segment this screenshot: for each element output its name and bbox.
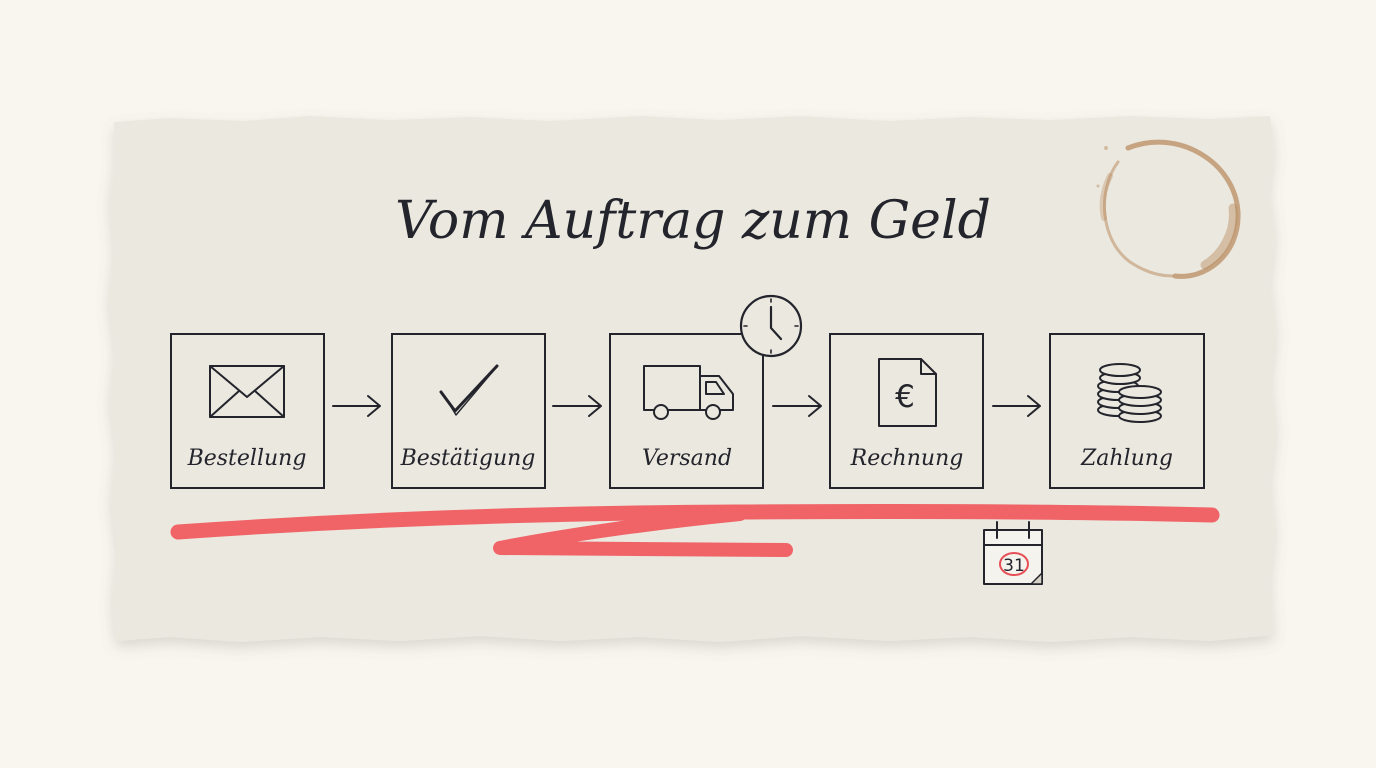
step-label-bestaetigung: Bestätigung bbox=[400, 446, 536, 471]
checkmark-icon bbox=[439, 364, 499, 416]
euro-invoice-icon: € bbox=[878, 358, 937, 427]
arrow-2-icon bbox=[552, 395, 602, 417]
calendar-icon: 31 bbox=[983, 521, 1043, 585]
arrow-3-icon bbox=[772, 395, 822, 417]
highlighter-stroke bbox=[170, 503, 1220, 557]
diagram-title: Vom Auftrag zum Geld bbox=[395, 191, 991, 251]
step-label-bestellung: Bestellung bbox=[187, 446, 307, 471]
calendar-day: 31 bbox=[1003, 556, 1025, 576]
arrow-4-icon bbox=[992, 395, 1041, 417]
arrow-1-icon bbox=[332, 395, 381, 417]
step-label-versand: Versand bbox=[642, 446, 732, 471]
truck-icon bbox=[643, 365, 734, 420]
clock-icon bbox=[739, 294, 803, 358]
step-box-bestellung bbox=[170, 333, 325, 489]
flow-arrows bbox=[332, 395, 1041, 417]
svg-text:€: € bbox=[895, 379, 915, 415]
step-label-rechnung: Rechnung bbox=[850, 446, 964, 471]
step-box-bestaetigung bbox=[391, 333, 546, 489]
coin-stack-icon bbox=[1097, 363, 1162, 423]
flow-steps bbox=[170, 333, 1205, 489]
step-label-zahlung: Zahlung bbox=[1080, 446, 1173, 471]
step-box-zahlung bbox=[1049, 333, 1205, 489]
step-box-versand bbox=[609, 333, 764, 489]
envelope-icon bbox=[209, 365, 285, 418]
coffee-ring bbox=[1096, 139, 1241, 279]
step-box-rechnung bbox=[829, 333, 984, 489]
step-labels: Bestellung Bestätigung Versand Rechnung … bbox=[187, 446, 1173, 471]
